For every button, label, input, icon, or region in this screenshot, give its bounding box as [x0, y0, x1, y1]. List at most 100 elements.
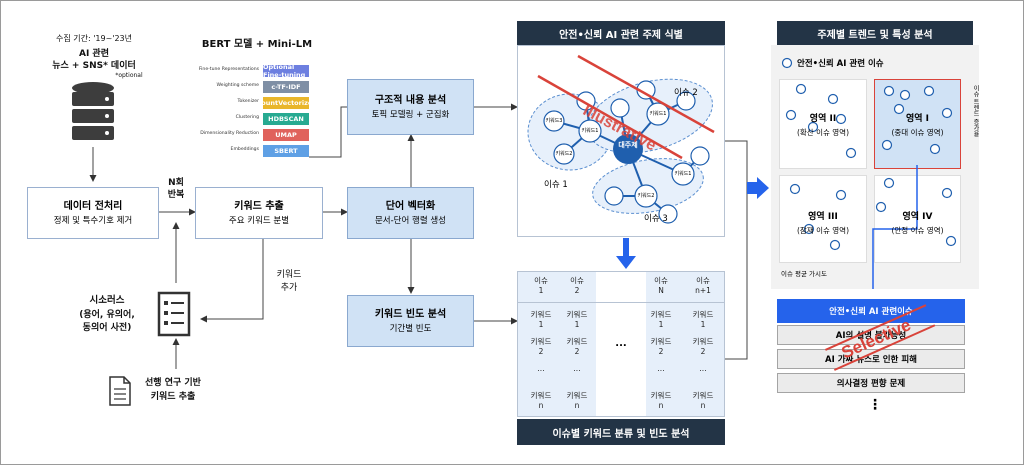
- extract-box: 키워드 추출 주요 키워드 분별: [195, 187, 323, 239]
- bert-layer-3: HDBSCAN: [263, 113, 309, 125]
- bert-layer-2: CountVectorizer: [256, 97, 316, 109]
- bert-layer-5: SBERT: [263, 145, 309, 157]
- prior-line1: 선행 연구 기반: [145, 378, 201, 388]
- bert-layer-0: Optional Fine-tuning: [263, 63, 309, 79]
- matrix-cell-2-0: 키워드: [650, 310, 672, 319]
- thesaurus-line2: (용어, 유의어,: [79, 310, 135, 320]
- matrix-col-head-0: 이슈: [534, 276, 548, 285]
- matrix-cell-3-3: 키워드: [692, 391, 714, 400]
- bert-layer-label-4: Dimensionality Reduction: [200, 131, 259, 136]
- collection-subtitle: 뉴스 + SNS* 데이터: [52, 61, 136, 71]
- matrix-cell-0-3: 키워드: [530, 391, 552, 400]
- checklist-icon: [157, 291, 191, 337]
- matrix-cell-1-1: 키워드: [566, 337, 588, 346]
- topic-panel: 대주제 키워드1 키워드3 키워드2 키워드1 키워드1 키워드2 이슈 2 이…: [517, 45, 725, 237]
- selected-issue-item: AI 가짜 뉴스로 인한 피해: [777, 349, 965, 369]
- structure-sub: 토픽 모델링 + 군집화: [371, 109, 450, 120]
- issue2-label: 이슈 2: [674, 88, 698, 98]
- issue-dots: [785, 83, 957, 289]
- matrix-col-num-2: N: [658, 286, 664, 295]
- keyword-add-line2: 추가: [280, 283, 298, 293]
- matrix-cell-sub-3-0: 1: [700, 320, 706, 329]
- matrix-col-head-2: 이슈: [654, 276, 668, 285]
- matrix-cell-0-0: 키워드: [530, 310, 552, 319]
- q3-sub: (잠재 이슈 영역): [796, 226, 850, 235]
- q2-title-text: 영역 II: [809, 114, 837, 124]
- vector-sub: 문서-단어 행렬 생성: [374, 215, 447, 226]
- matrix-cell-3-2: ...: [699, 364, 707, 373]
- preprocess-title: 데이터 전처리: [63, 200, 123, 212]
- matrix-cell-sub-0-1: 2: [538, 347, 544, 356]
- q2-title: 영역 II (확산 이슈 영역): [779, 113, 867, 139]
- x-axis-label: 이슈 평균 가시도: [781, 270, 827, 278]
- extract-sub: 주요 키워드 분별: [228, 215, 290, 226]
- matrix-cell-sub-1-3: n: [574, 401, 580, 410]
- issue1-label: 이슈 1: [544, 180, 568, 190]
- q1-sub: (중대 이슈 영역): [891, 128, 944, 137]
- topic-network: [527, 54, 715, 224]
- matrix-ellipsis: ...: [615, 338, 627, 349]
- matrix-cell-1-3: 키워드: [566, 391, 588, 400]
- matrix-cell-3-1: 키워드: [692, 337, 714, 346]
- freq-title: 키워드 빈도 분석: [374, 308, 447, 320]
- bert-layer-4: UMAP: [263, 129, 309, 141]
- topic-panel-header: 안전•신뢰 AI 관련 주제 식별: [517, 21, 725, 45]
- collection-optional: *optional: [115, 72, 143, 79]
- collection-period: 수집 기간: '19~'23년: [55, 34, 133, 43]
- node-keyword1: 키워드1: [581, 128, 599, 134]
- matrix-cell-sub-1-1: 2: [574, 347, 580, 356]
- q4-title: 영역 IV (안정 이슈 영역): [874, 211, 961, 237]
- arrow-bracket-to-trend: [747, 177, 769, 199]
- matrix-shade-right: [646, 272, 724, 416]
- bert-layer-1: c-TF-IDF: [263, 81, 309, 93]
- freq-sub: 기간별 빈도: [389, 323, 432, 334]
- node-keyword2-b: 키워드2: [637, 193, 655, 199]
- matrix-cell-sub-1-0: 1: [574, 320, 580, 329]
- matrix-shade-left: [518, 272, 596, 416]
- repeat-line2: 반복: [167, 190, 185, 200]
- matrix-cell-sub-0-3: n: [538, 401, 544, 410]
- matrix-cell-0-1: 키워드: [530, 337, 552, 346]
- preprocess-box: 데이터 전처리 정제 및 특수기호 제거: [27, 187, 159, 239]
- matrix-col-head-1: 이슈: [570, 276, 584, 285]
- preprocess-sub: 정제 및 특수기호 제거: [53, 215, 133, 226]
- matrix-cell-2-2: ...: [657, 364, 665, 373]
- matrix-panel-header: 이슈별 키워드 분류 및 빈도 분석: [517, 419, 725, 445]
- bert-layer-label-1: Weighting scheme: [216, 83, 259, 88]
- matrix-cell-sub-2-1: 2: [658, 347, 664, 356]
- q4-title-text: 영역 IV: [902, 212, 933, 222]
- bert-layer-label-2: Tokenizer: [237, 99, 259, 104]
- matrix-cell-sub-2-0: 1: [658, 320, 664, 329]
- node-keyword1-b: 키워드1: [649, 111, 667, 117]
- matrix-cell-sub-3-3: n: [700, 401, 706, 410]
- matrix-col-num-0: 1: [538, 286, 544, 295]
- q2-sub: (확산 이슈 영역): [796, 128, 850, 137]
- matrix-cell-3-0: 키워드: [692, 310, 714, 319]
- structure-title: 구조적 내용 분석: [374, 94, 447, 106]
- matrix-cell-2-3: 키워드: [650, 391, 672, 400]
- arrow-bert-to-structure: [309, 106, 347, 158]
- issue3-label: 이슈 3: [644, 214, 668, 224]
- quadrant-2: [779, 79, 867, 169]
- q3-title-text: 영역 III: [808, 212, 838, 222]
- node-keyword1-c: 키워드1: [674, 171, 692, 177]
- matrix-cell-2-1: 키워드: [650, 337, 672, 346]
- structure-box: 구조적 내용 분석 토픽 모델링 + 군집화: [347, 79, 474, 135]
- legend-dot-icon: [781, 57, 793, 69]
- bert-layer-label-3: Clustering: [235, 115, 259, 120]
- q4-sub: (안정 이슈 영역): [891, 226, 944, 235]
- prior-line2: 키워드 추출: [150, 392, 196, 402]
- more-dots: ⋮: [868, 397, 882, 413]
- trend-panel-header: 주제별 트렌드 및 특성 분석: [777, 21, 973, 45]
- trend-legend: 안전•신뢰 AI 관련 이슈: [797, 59, 884, 69]
- bert-title: BERT 모델 + Mini-LM: [201, 39, 313, 50]
- matrix-cell-sub-3-1: 2: [700, 347, 706, 356]
- matrix-col-head-3: 이슈: [696, 276, 710, 285]
- freq-box: 키워드 빈도 분석 기간별 빈도: [347, 295, 474, 347]
- bracket-panels: [725, 140, 748, 360]
- matrix-cell-1-2: ...: [573, 364, 581, 373]
